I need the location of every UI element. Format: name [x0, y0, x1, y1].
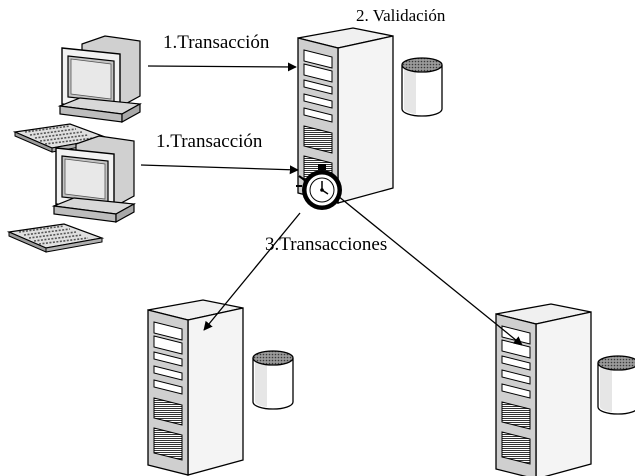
replica-server-right: [495, 303, 592, 476]
replica-database-right: [597, 355, 635, 415]
central-database: [401, 57, 443, 117]
replica-database-left: [252, 350, 294, 410]
client-computer-2: [8, 135, 135, 253]
replica-server-left: [147, 299, 244, 476]
arrow-transactions-left: [203, 212, 301, 331]
label-validation: 2. Validación: [356, 6, 446, 25]
label-transaction-2: 1.Transacción: [156, 131, 263, 152]
arrow-transaction-2: [140, 164, 299, 175]
arrow-transaction-1: [147, 62, 297, 72]
label-transactions: 3.Transacciones: [265, 234, 388, 255]
arrow-transactions-right: [337, 195, 523, 346]
stopwatch-icon: [296, 164, 342, 210]
client-computer-1: [14, 35, 141, 153]
label-transaction-1: 1.Transacción: [163, 32, 270, 53]
